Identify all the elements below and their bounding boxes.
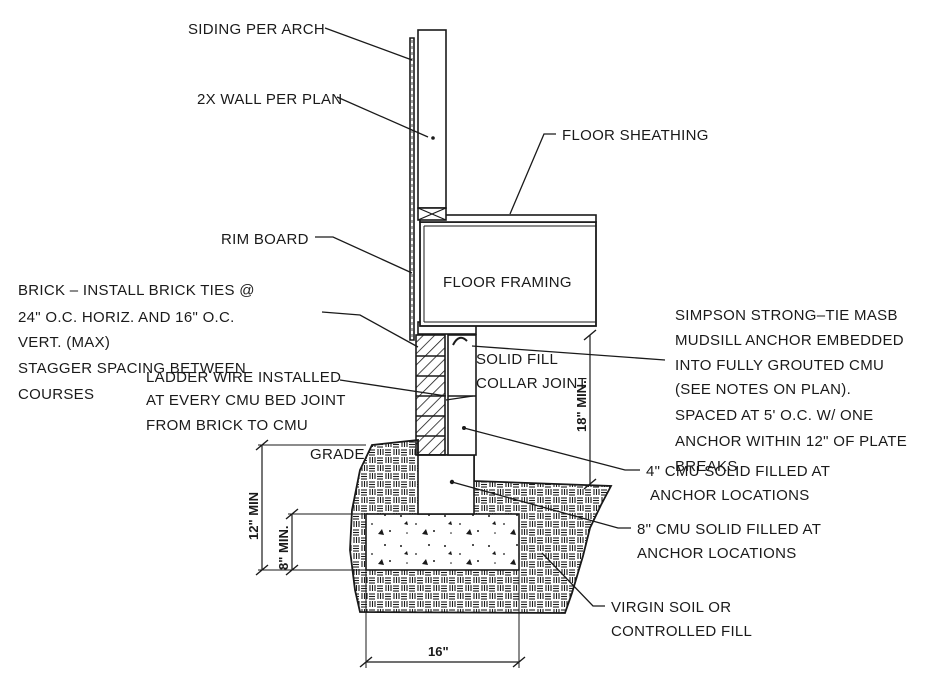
- svg-text:SOLID FILL: SOLID FILL: [476, 351, 558, 368]
- svg-text:4" CMU SOLID FILLED AT: 4" CMU SOLID FILLED AT: [646, 463, 830, 480]
- leader-wall: [336, 96, 429, 138]
- leader-solid-fill: [445, 395, 474, 401]
- svg-text:VIRGIN SOIL OR: VIRGIN SOIL OR: [611, 599, 731, 616]
- label-siding: SIDING PER ARCH: [188, 21, 325, 38]
- leader-ladder-wire: [339, 379, 447, 397]
- label-wall: 2X WALL PER PLAN: [197, 91, 342, 108]
- label-cmu8: 8" CMU SOLID FILLED AT ANCHOR LOCATIONS: [637, 521, 821, 562]
- svg-text:BRICK – INSTALL BRICK TIES @: BRICK – INSTALL BRICK TIES @: [18, 282, 255, 299]
- dim-12-min: 12" MIN: [246, 492, 261, 540]
- leader-cmu4: [463, 427, 640, 471]
- svg-text:INTO FULLY GROUTED CMU: INTO FULLY GROUTED CMU: [675, 357, 884, 374]
- label-solid-fill: SOLID FILL COLLAR JOINT: [476, 351, 587, 392]
- floor-framing-joist: [419, 221, 597, 327]
- svg-text:ANCHOR WITHIN 12" OF PLATE: ANCHOR WITHIN 12" OF PLATE: [675, 433, 907, 450]
- label-floor-sheathing: FLOOR SHEATHING: [562, 127, 709, 144]
- svg-text:LADDER WIRE INSTALLED: LADDER WIRE INSTALLED: [146, 369, 341, 386]
- leader-siding: [324, 27, 413, 61]
- svg-text:MUDSILL ANCHOR EMBEDDED: MUDSILL ANCHOR EMBEDDED: [675, 332, 904, 349]
- label-grade: GRADE: [310, 446, 365, 463]
- svg-text:24" O.C. HORIZ. AND 16" O.C.: 24" O.C. HORIZ. AND 16" O.C.: [18, 309, 235, 326]
- label-rim-board: RIM BOARD: [221, 231, 309, 248]
- svg-text:ANCHOR LOCATIONS: ANCHOR LOCATIONS: [650, 487, 810, 504]
- leader-brick: [321, 311, 419, 348]
- label-simpson: SIMPSON STRONG–TIE MASB MUDSILL ANCHOR E…: [675, 307, 907, 475]
- svg-text:AT EVERY CMU BED JOINT: AT EVERY CMU BED JOINT: [146, 392, 346, 409]
- label-ladder-wire: LADDER WIRE INSTALLED AT EVERY CMU BED J…: [146, 369, 346, 434]
- leader-virgin-soil: [541, 552, 605, 607]
- mudsill-anchor: [452, 336, 468, 346]
- svg-text:CONTROLLED FILL: CONTROLLED FILL: [611, 623, 752, 640]
- svg-text:SIMPSON STRONG–TIE MASB: SIMPSON STRONG–TIE MASB: [675, 307, 898, 324]
- svg-text:SPACED AT 5' O.C. W/ ONE: SPACED AT 5' O.C. W/ ONE: [675, 407, 873, 424]
- cmu-8-block: [417, 454, 475, 515]
- svg-text:8" CMU SOLID FILLED AT: 8" CMU SOLID FILLED AT: [637, 521, 821, 538]
- svg-text:STAGGER SPACING BETWEEN: STAGGER SPACING BETWEEN: [18, 360, 246, 377]
- wall-stud: [417, 29, 447, 209]
- label-floor-framing: FLOOR FRAMING: [443, 274, 572, 291]
- leader-floor-sheathing: [509, 133, 556, 215]
- dim-16: 16": [428, 644, 449, 659]
- leader-cmu8: [451, 481, 631, 529]
- svg-text:(SEE NOTES ON PLAN).: (SEE NOTES ON PLAN).: [675, 381, 851, 398]
- svg-text:COURSES: COURSES: [18, 386, 94, 403]
- svg-text:FROM BRICK TO CMU: FROM BRICK TO CMU: [146, 417, 308, 434]
- svg-text:COLLAR JOINT: COLLAR JOINT: [476, 375, 587, 392]
- dim-8-min: 8" MIN.: [276, 526, 291, 570]
- label-brick: BRICK – INSTALL BRICK TIES @ 24" O.C. HO…: [18, 282, 255, 403]
- svg-text:BREAKS: BREAKS: [675, 458, 738, 475]
- cmu-4-block: [447, 334, 477, 456]
- label-virgin-soil: VIRGIN SOIL OR CONTROLLED FILL: [611, 599, 752, 640]
- siding: [409, 37, 415, 341]
- leader-simpson: [471, 345, 666, 361]
- label-cmu4: 4" CMU SOLID FILLED AT ANCHOR LOCATIONS: [646, 463, 830, 504]
- svg-text:VERT. (MAX): VERT. (MAX): [18, 334, 110, 351]
- svg-text:ANCHOR LOCATIONS: ANCHOR LOCATIONS: [637, 545, 797, 562]
- leader-rim-board: [315, 236, 413, 274]
- dim-18-min: 18" MIN.: [574, 380, 589, 432]
- concrete-footing: [365, 513, 520, 571]
